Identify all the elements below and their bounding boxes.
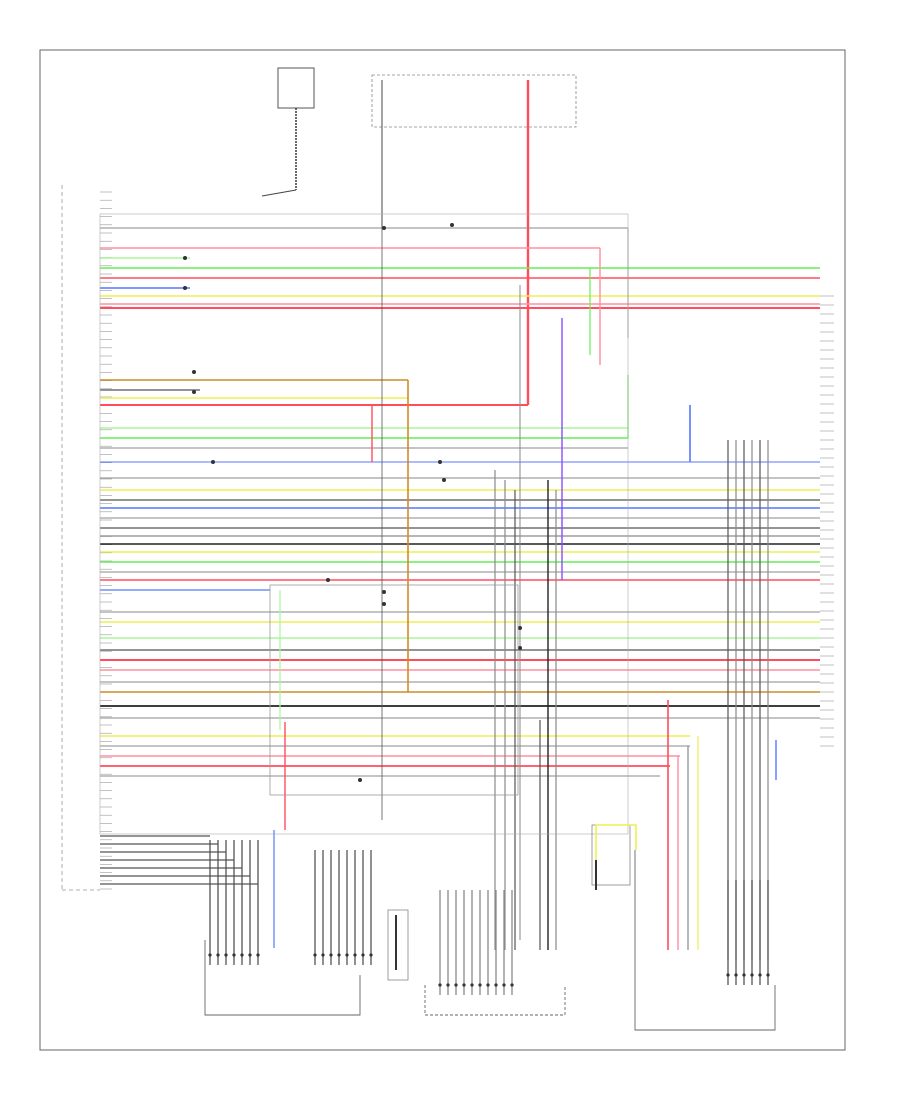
- bundle-2-terminal-4: [470, 983, 474, 987]
- bottom-left-component: [204, 940, 361, 1016]
- bundle-3-terminal-3: [750, 973, 754, 977]
- splice-point-1: [183, 286, 187, 290]
- splice-point-14: [450, 223, 454, 227]
- bundle-3-terminal-1: [734, 973, 738, 977]
- bottom-right-component: [634, 850, 776, 1031]
- splice-point-3: [192, 390, 196, 394]
- bundle-1-terminal-7: [369, 953, 373, 957]
- splice-point-5: [326, 578, 330, 582]
- bundle-1-terminal-1: [321, 953, 325, 957]
- bundle-2-terminal-1: [446, 983, 450, 987]
- bundle-0-terminal-5: [248, 953, 252, 957]
- bundle-2-terminal-2: [454, 983, 458, 987]
- splice-point-2: [192, 370, 196, 374]
- bottom-center-component: [424, 985, 566, 1016]
- bundle-1-terminal-4: [345, 953, 349, 957]
- splice-point-7: [382, 602, 386, 606]
- internal-module-box: [269, 584, 519, 796]
- ground-relay-center: [387, 909, 409, 981]
- yellow-loop-wire: [595, 824, 637, 860]
- bundle-2-terminal-0: [438, 983, 442, 987]
- audio-main-box: [99, 213, 629, 835]
- bundle-3-terminal-4: [758, 973, 762, 977]
- bundle-0-terminal-4: [240, 953, 244, 957]
- diagram-frame: [39, 49, 846, 1051]
- bundle-0-terminal-2: [224, 953, 228, 957]
- bundle-1-terminal-5: [353, 953, 357, 957]
- connector-pin-rows: [100, 191, 834, 890]
- bundle-0-terminal-0: [208, 953, 212, 957]
- bundle-0-terminal-3: [232, 953, 236, 957]
- bundle-2-terminal-5: [478, 983, 482, 987]
- bundle-0-terminal-6: [256, 953, 260, 957]
- splice-point-12: [442, 478, 446, 482]
- wire-harness: [100, 223, 820, 995]
- splice-point-11: [438, 460, 442, 464]
- antenna-component: [277, 67, 315, 109]
- top-switch-box: [371, 74, 577, 128]
- bundle-2-terminal-9: [510, 983, 514, 987]
- bundle-3-terminal-2: [742, 973, 746, 977]
- splice-point-6: [382, 590, 386, 594]
- splice-point-10: [358, 778, 362, 782]
- splice-point-0: [183, 256, 187, 260]
- bundle-2-terminal-6: [486, 983, 490, 987]
- bundle-3-terminal-5: [766, 973, 770, 977]
- splice-point-13: [382, 226, 386, 230]
- splice-point-4: [211, 460, 215, 464]
- bundle-1-terminal-2: [329, 953, 333, 957]
- splice-point-9: [518, 646, 522, 650]
- splice-point-8: [518, 626, 522, 630]
- bundle-1-terminal-6: [361, 953, 365, 957]
- bundle-1-terminal-3: [337, 953, 341, 957]
- bundle-2-terminal-8: [502, 983, 506, 987]
- bundle-2-terminal-3: [462, 983, 466, 987]
- bundle-2-terminal-7: [494, 983, 498, 987]
- bundle-0-terminal-1: [216, 953, 220, 957]
- bundle-1-terminal-0: [313, 953, 317, 957]
- bundle-3-terminal-0: [726, 973, 730, 977]
